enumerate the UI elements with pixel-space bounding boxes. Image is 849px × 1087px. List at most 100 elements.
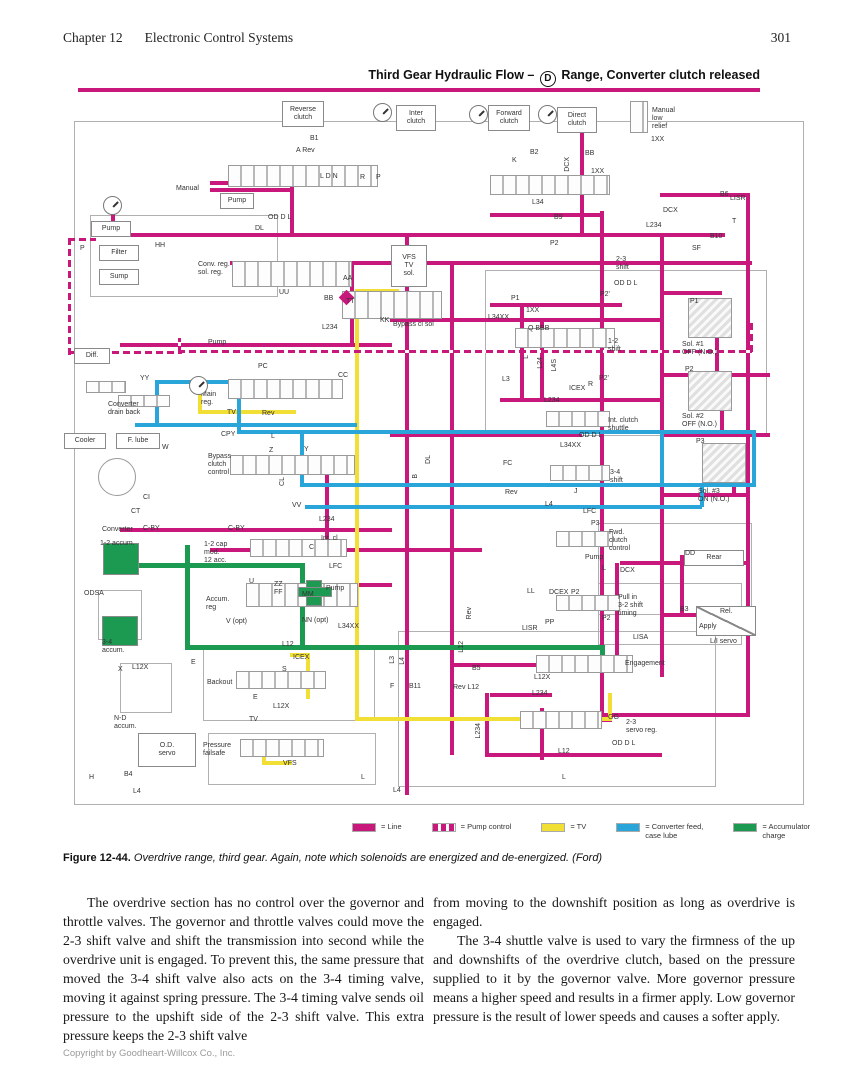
valve-graphic: [490, 175, 610, 195]
diagram-label: J: [574, 488, 578, 495]
flow-line-line: [210, 188, 292, 192]
flow-line-accum: [185, 545, 190, 649]
diagram-label: B3: [680, 606, 689, 613]
diagram-label: X: [118, 666, 123, 673]
diagram-label: Converter: [102, 526, 133, 533]
diagram-label: L12: [558, 748, 570, 755]
valve-graphic: [546, 411, 610, 427]
flow-line-conv: [237, 380, 241, 434]
pressure-gauge-icon: [538, 105, 557, 124]
legend-label: = Line: [381, 822, 402, 831]
figure-title-prefix: Third Gear Hydraulic Flow –: [368, 68, 538, 82]
diagram-label: L4: [393, 787, 401, 794]
legend-item: = Pump control: [431, 822, 511, 832]
diagram-label: Bypass cl sol: [393, 321, 434, 328]
flow-line-tv: [608, 693, 612, 721]
flow-line-line: [715, 305, 719, 375]
diagram-label: L: [602, 565, 606, 572]
diagram-legend: = Line= Pump control= TV= Converter feed…: [352, 822, 810, 840]
body-paragraph-1: The overdrive section has no control ove…: [63, 895, 424, 1043]
diagram-label: Sol. #3 ON (N.O.): [698, 488, 730, 503]
diagram-label: DCEX: [549, 589, 569, 596]
solenoid-graphic: [688, 371, 732, 411]
solenoid-graphic: [702, 443, 746, 483]
flow-line-line: [490, 693, 552, 697]
flow-line-pump: [178, 350, 752, 353]
diagram-label: TV: [227, 409, 236, 416]
diagram-region-outline: [90, 215, 278, 297]
diagram-label: W: [162, 444, 169, 451]
diagram-label: 1XX: [651, 136, 665, 143]
flow-line-pump: [68, 351, 182, 354]
flow-line-line: [660, 291, 722, 295]
diagram-label: Pump: [585, 554, 604, 561]
diagram-label: LISR: [522, 625, 538, 632]
diagram-label: Manual: [176, 185, 199, 192]
diagram-label: 1-2 accum.: [100, 540, 135, 547]
flow-line-line: [540, 708, 544, 760]
component-box: Reverse clutch: [282, 101, 324, 127]
diagram-label: Converter drain back: [108, 401, 141, 416]
diagram-label: DCX: [620, 567, 635, 574]
diagram-label: Main reg.: [201, 391, 217, 406]
legend-swatch-conv-icon: [616, 823, 641, 832]
flow-line-accum: [105, 563, 302, 568]
diagram-label: C-BY: [143, 525, 160, 532]
diagram-region-outline: [74, 121, 804, 805]
diagram-label: P2: [602, 615, 611, 622]
diagram-label: OD D L: [614, 280, 638, 287]
diagram-label: ICEX: [569, 385, 586, 392]
diagram-label: L3: [502, 376, 510, 383]
diagram-label: TT: [346, 298, 355, 305]
flow-line-conv: [300, 483, 754, 487]
copyright-notice: Copyright by Goodheart-Willcox Co., Inc.: [63, 1048, 236, 1059]
diagram-label: L34XX: [560, 442, 582, 449]
diagram-label: B10: [710, 233, 723, 240]
diagram-label: OD D L: [268, 214, 292, 221]
flow-line-line: [120, 528, 392, 532]
legend-swatch-tv-icon: [541, 823, 566, 832]
diagram-label: E: [253, 694, 258, 701]
valve-graphic: [520, 711, 602, 729]
diagram-label: P2: [685, 366, 694, 373]
diagram-label: OD D L: [612, 740, 636, 747]
diagram-label: P2': [600, 291, 610, 298]
diagram-label: L234: [532, 690, 548, 697]
diagram-label: Accum. reg: [206, 596, 230, 611]
diagram-label: L34: [532, 199, 544, 206]
flow-line-line: [660, 613, 700, 617]
diagram-label: L4: [545, 501, 553, 508]
diagram-label: N-D accum.: [114, 715, 137, 730]
body-paragraph-1-continued: from moving to the downshift position as…: [433, 895, 795, 929]
flow-line-line: [405, 233, 409, 795]
component-box: Diff.: [74, 348, 110, 364]
diagram-label: P3: [696, 438, 705, 445]
flow-line-line: [600, 713, 748, 717]
diagram-label: P: [80, 245, 85, 252]
valve-graphic: [240, 739, 324, 757]
diagram-label: Int. cl: [321, 535, 338, 542]
legend-item: = Converter feed, case lube: [616, 822, 703, 840]
diagram-label: Apply: [699, 623, 717, 630]
diagram-label: NN (opt): [302, 617, 329, 624]
diagram-label: B4: [124, 771, 133, 778]
flow-line-conv: [752, 430, 756, 487]
diagram-label: MM: [302, 591, 314, 598]
valve-graphic: [342, 291, 442, 319]
diagram-label: L D N: [320, 173, 338, 180]
diagram-label: L3: [389, 656, 396, 664]
diagram-label: Sol. #2 OFF (N.O.): [682, 413, 717, 428]
diagram-label: V (opt): [226, 618, 248, 625]
diagram-label: L4: [133, 788, 141, 795]
diagram-label: VV: [292, 502, 302, 509]
flow-line-line: [390, 433, 582, 437]
diagram-label: 3-4 accum.: [102, 639, 125, 654]
diagram-label: Rev: [262, 410, 275, 417]
diagram-label: H: [89, 774, 95, 781]
valve-graphic: [515, 328, 615, 348]
flow-line-line: [485, 693, 489, 757]
diagram-label: CL: [279, 477, 286, 486]
diagram-label: Pump: [208, 339, 227, 346]
flow-line-line: [230, 261, 752, 265]
